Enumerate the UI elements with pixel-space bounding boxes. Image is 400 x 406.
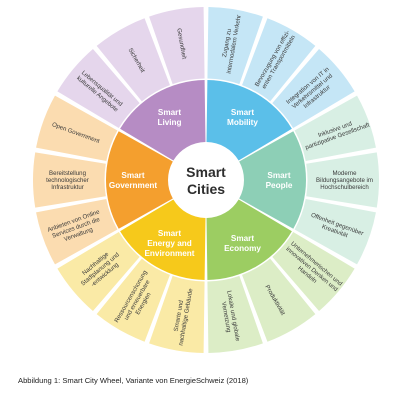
- segment-mobility-3: [272, 49, 355, 129]
- segment-living-3: [149, 7, 205, 85]
- center-circle: [170, 144, 242, 216]
- sector-label-line: Smart: [158, 229, 181, 238]
- segment-living-1: [57, 49, 140, 129]
- sector-label-line: Government: [109, 181, 157, 190]
- segment-label-line: Infrastruktur: [51, 184, 84, 191]
- segment-economy-3: [207, 275, 263, 353]
- segment-mobility-2: [242, 18, 316, 102]
- sector-label-line: Economy: [224, 244, 261, 253]
- segment-people-1: [294, 95, 376, 161]
- segment-mobility-1: [207, 7, 263, 85]
- segment-economy-2: [242, 258, 316, 342]
- center-title-line-1: Smart: [186, 164, 226, 180]
- sector-label-line: Mobility: [227, 118, 258, 127]
- sector-label-line: Energy and: [147, 239, 192, 248]
- segment-people-3: [294, 199, 376, 265]
- sector-label-line: People: [266, 181, 293, 190]
- segment-label-line: Hochschulbereich: [320, 184, 368, 191]
- sector-label-line: Smart: [158, 108, 181, 117]
- sector-people: [239, 131, 307, 229]
- sector-living: [120, 80, 206, 161]
- segment-energy-3: [57, 231, 140, 311]
- segment-living-2: [96, 18, 170, 102]
- segment-energy-2: [96, 258, 170, 342]
- sector-label-line: Smart: [267, 171, 290, 180]
- figure-caption: Abbildung 1: Smart City Wheel, Variante …: [18, 376, 249, 385]
- segment-government-2: [33, 152, 106, 208]
- center-title-line-2: Cities: [187, 181, 225, 197]
- sector-economy: [206, 199, 292, 280]
- sector-label-line: Smart: [231, 234, 254, 243]
- center-hub: Smart Cities: [170, 144, 242, 216]
- sector-energy: [120, 199, 206, 280]
- segment-label-line: Zugang zu: [221, 28, 233, 58]
- sector-government: [105, 131, 173, 229]
- sector-label-line: Smart: [121, 171, 144, 180]
- segment-government-1: [36, 199, 118, 265]
- segment-label-line: technologischer: [46, 177, 89, 184]
- segment-label-line: Bildungsangebote im: [316, 177, 373, 184]
- sector-label-line: Environment: [144, 249, 194, 258]
- segment-economy-1: [272, 231, 355, 311]
- sector-label-line: Smart: [231, 108, 254, 117]
- sector-mobility: [206, 80, 292, 161]
- sector-label-line: Living: [157, 118, 181, 127]
- segment-government-3: [36, 95, 118, 161]
- segment-label-line: Bereitstellung: [49, 170, 86, 177]
- segment-energy-1: [149, 275, 205, 353]
- segment-people-2: [306, 152, 379, 208]
- segment-label-line: Moderne: [332, 170, 357, 177]
